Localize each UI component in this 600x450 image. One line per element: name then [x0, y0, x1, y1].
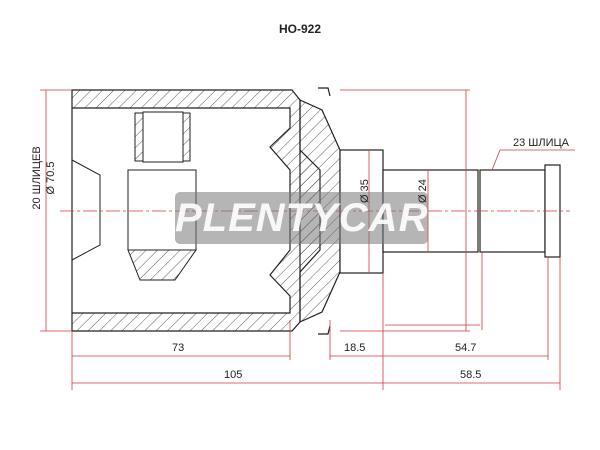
dim-58-5: 58.5: [460, 369, 482, 381]
diameter-35-label: Ø 35: [359, 179, 371, 203]
watermark: PLENTYCAR: [175, 192, 428, 244]
shaft-splines-label: 23 ШЛИЦА: [513, 137, 569, 149]
outer-splines-label: 20 ШЛИЦЕВ: [31, 146, 43, 210]
outer-diameter-label: Ø 70.5: [45, 161, 57, 195]
dim-105: 105: [224, 369, 243, 381]
dim-73: 73: [172, 342, 185, 354]
dim-54-7: 54.7: [455, 342, 477, 354]
dimension-lines: [40, 89, 575, 390]
dim-18-5: 18.5: [344, 342, 366, 354]
clips: [318, 87, 331, 335]
part-number: HO-922: [278, 22, 322, 36]
diameter-24-label: Ø 24: [417, 179, 429, 203]
